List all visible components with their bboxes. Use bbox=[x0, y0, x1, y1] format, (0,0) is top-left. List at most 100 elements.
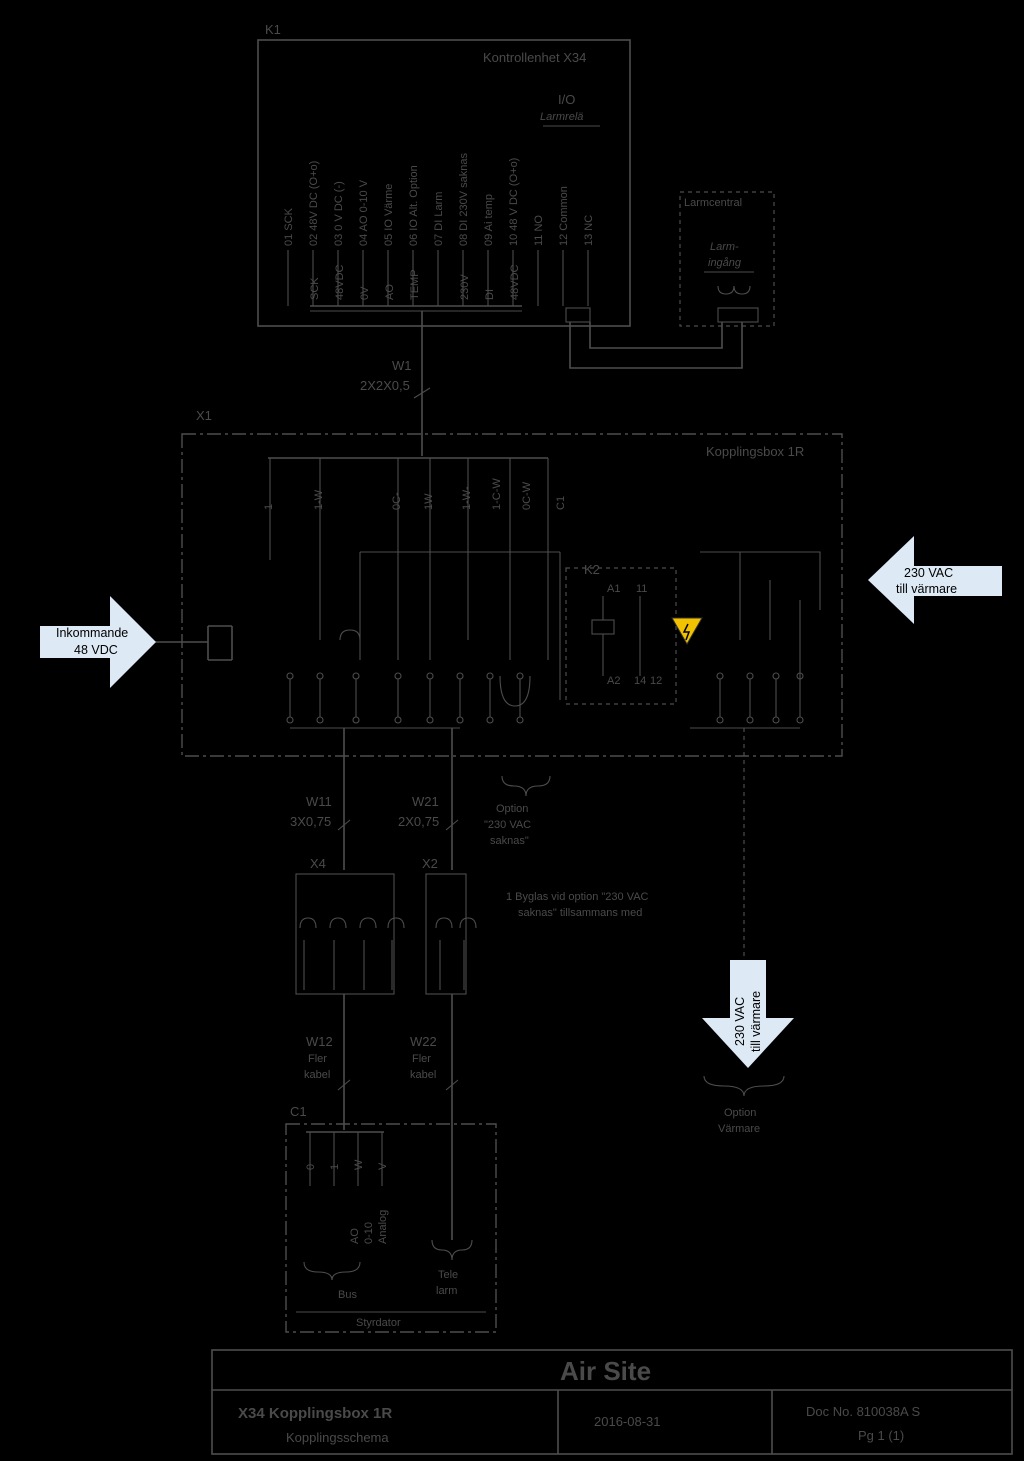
terminal-point bbox=[772, 716, 780, 724]
doc-number: Doc No. 810038A S bbox=[806, 1404, 921, 1419]
k2-a1: A1 bbox=[607, 583, 620, 595]
w22-tick bbox=[445, 1079, 459, 1091]
connector-pins bbox=[299, 917, 477, 990]
alarm-wiring bbox=[569, 322, 743, 369]
ext-alarm-box bbox=[679, 191, 775, 327]
heater-brace bbox=[703, 1075, 785, 1097]
relay-connector bbox=[565, 307, 591, 323]
ext-alarm-title: Larmcentral bbox=[684, 197, 742, 209]
hazard-bolt bbox=[682, 623, 691, 641]
terminal-label: 01 SCK bbox=[283, 207, 295, 246]
terminal-point bbox=[426, 716, 434, 724]
k2-14: 14 bbox=[634, 675, 646, 687]
box-wire-label: 1 bbox=[263, 504, 275, 510]
terminal-point bbox=[286, 716, 294, 724]
k2-relay-box bbox=[565, 567, 677, 705]
terminal-code: SCK bbox=[309, 277, 321, 300]
doc-date: 2016-08-31 bbox=[594, 1414, 661, 1429]
box-terminals bbox=[286, 672, 804, 724]
terminal-code: 230V bbox=[459, 274, 471, 300]
terminal-code: TEMP bbox=[409, 269, 421, 300]
controller-box bbox=[285, 1123, 497, 1333]
note-1: 1 Byglas vid option "230 VAC bbox=[506, 891, 649, 903]
terminal-point bbox=[746, 672, 754, 680]
terminal-point bbox=[456, 672, 464, 680]
terminal-point bbox=[352, 716, 360, 724]
option-brace bbox=[501, 775, 551, 797]
opt-heater-2: Värmare bbox=[718, 1123, 760, 1135]
option-230-1: Option bbox=[496, 803, 528, 815]
w12-label: W12 bbox=[306, 1034, 333, 1049]
w12-spec-2: kabel bbox=[304, 1069, 330, 1081]
title-block bbox=[211, 1349, 1013, 1455]
terminal-label: 09 Ai temp bbox=[483, 194, 495, 246]
terminal-point bbox=[516, 716, 524, 724]
c1-signal-label: Analog bbox=[377, 1210, 389, 1244]
option-230-2: "230 VAC bbox=[484, 819, 531, 831]
terminal-point bbox=[796, 716, 804, 724]
w1-label: W1 bbox=[392, 358, 412, 373]
terminal-point bbox=[316, 672, 324, 680]
w21-label: W21 bbox=[412, 794, 439, 809]
w22-spec-2: kabel bbox=[410, 1069, 436, 1081]
connector-pin bbox=[387, 917, 405, 929]
larm-terminals bbox=[717, 285, 751, 295]
arrow-230-line1: 230 VAC bbox=[904, 566, 953, 580]
k1-label: K1 bbox=[265, 22, 281, 37]
doc-page: Pg 1 (1) bbox=[858, 1428, 904, 1443]
terminal-label: 03 0 V DC (-) bbox=[333, 181, 345, 246]
w21-spec: 2X0,75 bbox=[398, 814, 439, 829]
bridge-2 bbox=[339, 629, 361, 641]
larm-ingang-2: ingång bbox=[708, 257, 742, 269]
w1-tick bbox=[413, 387, 431, 399]
box-internal-wires bbox=[269, 458, 549, 660]
doc-title: X34 Kopplingsbox 1R bbox=[238, 1405, 392, 1422]
c1-terminal-label: V bbox=[377, 1162, 389, 1170]
box-wire-label: 0C-W bbox=[521, 481, 533, 510]
arrow-down-line2: till värmare bbox=[749, 991, 763, 1052]
option-230-3: saknas" bbox=[490, 835, 529, 847]
connector-pin bbox=[299, 917, 317, 929]
note-2: saknas" tillsammans med bbox=[518, 907, 642, 919]
k2-a2: A2 bbox=[607, 675, 620, 687]
terminal-label: 11 NO bbox=[533, 215, 545, 246]
arrow-230-line2: till värmare bbox=[896, 582, 957, 596]
w22-label: W22 bbox=[410, 1034, 437, 1049]
terminal-point bbox=[394, 716, 402, 724]
c1-terminal-label: 0 bbox=[305, 1164, 317, 1170]
w11-tick bbox=[337, 819, 351, 831]
larm-connector bbox=[717, 307, 759, 323]
terminal-point bbox=[516, 672, 524, 680]
c1-label: C1 bbox=[290, 1104, 307, 1119]
c1-title: Styrdator bbox=[356, 1317, 401, 1329]
terminal-label: 10 48 V DC (O+o) bbox=[508, 158, 520, 246]
x1-label: X1 bbox=[196, 408, 212, 423]
x4-label: X4 bbox=[310, 856, 326, 871]
terminal-code: 48VDC bbox=[334, 264, 346, 300]
terminal-point bbox=[746, 716, 754, 724]
w21-tick bbox=[445, 819, 459, 831]
box-title: Kopplingsbox 1R bbox=[706, 444, 804, 459]
doc-subtitle: Kopplingsschema bbox=[286, 1430, 389, 1445]
k2-leads bbox=[602, 596, 641, 676]
terminal-label: 13 NC bbox=[583, 215, 595, 246]
larm-relay-label: Larmrelä bbox=[540, 111, 583, 123]
terminal-leads bbox=[287, 250, 589, 306]
terminal-label: 12 Common bbox=[558, 186, 570, 246]
bus-brace bbox=[303, 1261, 361, 1281]
box-wire-label: 1-C-W bbox=[491, 478, 503, 510]
terminal-point bbox=[486, 672, 494, 680]
tele-1: Tele bbox=[438, 1269, 458, 1281]
arrow-down-line1: 230 VAC bbox=[733, 997, 747, 1046]
terminal-point bbox=[456, 716, 464, 724]
terminal-label: 04 AO 0-10 V bbox=[358, 179, 370, 246]
terminal-point bbox=[394, 672, 402, 680]
box-heater-wires bbox=[700, 551, 821, 680]
terminal-code: DI bbox=[484, 289, 496, 300]
terminal-label: 05 IO Värme bbox=[383, 184, 395, 246]
x2-label: X2 bbox=[422, 856, 438, 871]
